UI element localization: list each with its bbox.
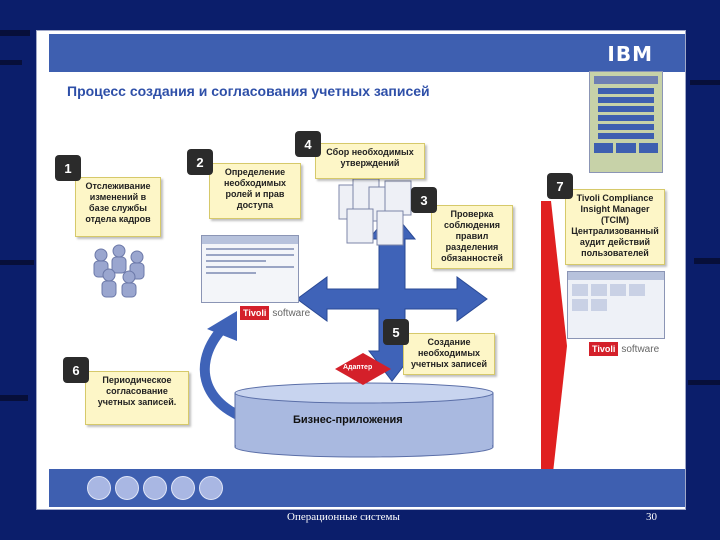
slide: IBM Процесс создания и согласования учет… <box>36 30 686 510</box>
adapter-diamond <box>335 353 391 385</box>
documents-icon <box>338 178 412 246</box>
red-arrow-icon <box>541 201 567 491</box>
business-apps-label: Бизнес-приложения <box>293 414 403 426</box>
step-5-badge: 5 <box>383 319 409 345</box>
people-icon <box>87 476 111 500</box>
tivoli-brand: Tivoli <box>240 306 270 320</box>
framework-panel <box>589 71 663 173</box>
tivoli-brand: Tivoli <box>589 342 619 356</box>
step-3-note: Проверка соблюдения правил разделения об… <box>431 205 513 269</box>
decor-stripe <box>0 30 30 36</box>
lock-icon <box>171 476 195 500</box>
globe-icon <box>115 476 139 500</box>
cross-arrows-icon <box>297 211 488 382</box>
step-4-note: Сбор необходимых утверждений <box>315 143 425 179</box>
footer-course: Операционные системы <box>287 511 400 523</box>
step-3-badge: 3 <box>411 187 437 213</box>
decor-stripe <box>0 60 22 65</box>
tivoli-software-label: software <box>621 343 660 355</box>
step-2-badge: 2 <box>187 149 213 175</box>
step-5-note: Создание необходимых учетных записей <box>403 333 495 375</box>
tivoli-console-screenshot <box>201 235 299 303</box>
step-1-note: Отслеживание изменений в базе службы отд… <box>75 177 161 237</box>
tcim-console-screenshot <box>567 271 665 339</box>
tivoli-logo-right: Tivoli software <box>589 342 659 356</box>
step-1-badge: 1 <box>55 155 81 181</box>
ibm-logo: IBM <box>607 42 653 66</box>
decor-stripe <box>0 395 28 401</box>
top-bar: IBM <box>49 34 685 72</box>
people-icon <box>93 244 145 298</box>
page-number: 30 <box>646 511 657 523</box>
step-7-badge: 7 <box>547 173 573 199</box>
tivoli-logo: Tivoli software <box>240 306 310 320</box>
step-2-note: Определение необходимых ролей и прав дос… <box>209 163 301 219</box>
adapter-label: Адаптер <box>343 364 373 371</box>
step-4-badge: 4 <box>295 131 321 157</box>
step-7-note: Tivoli Compliance Insight Manager (TCIM)… <box>565 189 665 265</box>
step-6-note: Периодическое согласование учетных запис… <box>85 371 189 425</box>
refresh-icon <box>143 476 167 500</box>
tivoli-software-label: software <box>272 307 311 319</box>
slide-title: Процесс создания и согласования учетных … <box>67 83 430 99</box>
bottom-bar <box>49 469 685 507</box>
business-apps-cylinder <box>234 382 494 458</box>
decor-stripe <box>690 80 720 85</box>
building-icon <box>199 476 223 500</box>
decor-stripe <box>0 260 34 265</box>
decor-stripe <box>694 258 720 264</box>
step-6-badge: 6 <box>63 357 89 383</box>
decor-stripe <box>688 380 720 385</box>
